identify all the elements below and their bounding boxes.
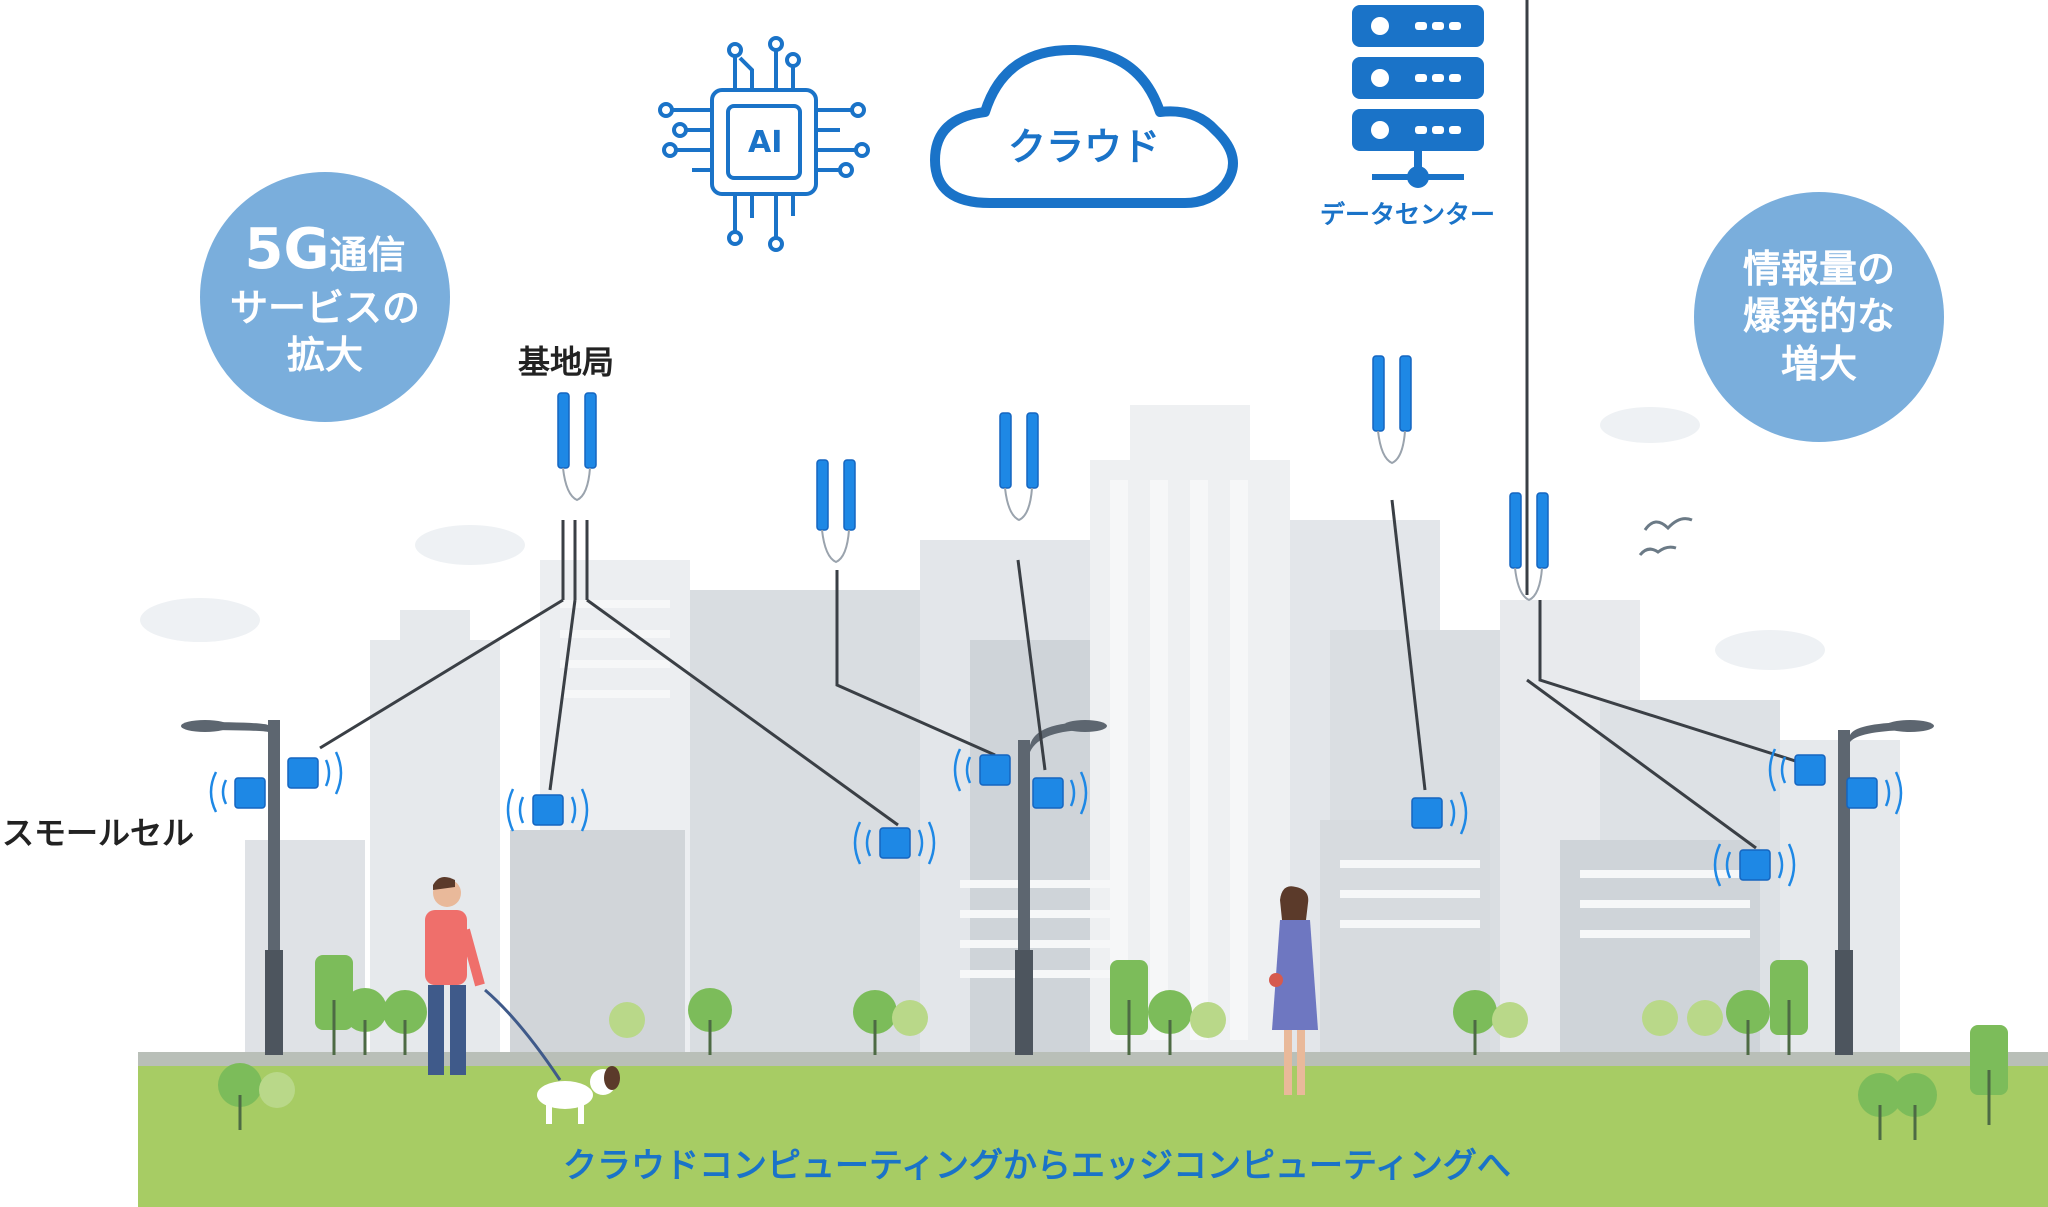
bubble-left-tsushin: 通信	[329, 232, 406, 277]
bubble-left-line2: サービスの	[229, 285, 420, 330]
trees	[218, 955, 2008, 1140]
base-station-antennas	[557, 355, 1549, 602]
cloud-icon	[930, 44, 1238, 208]
small-cell-label: スモールセル	[2, 814, 195, 852]
connection-lines	[319, 0, 1809, 850]
grass-field	[138, 1066, 2048, 1207]
bubble-right-line2: 爆発的な	[1742, 294, 1895, 339]
bubble-5g-expansion: 5G通信 サービスの 拡大	[200, 172, 450, 422]
ai-label: AI	[748, 125, 783, 160]
ai-chip-nodes	[658, 36, 870, 252]
street-lamps	[181, 720, 1934, 1055]
small-cells	[209, 748, 1903, 887]
bubble-right-line3: 増大	[1780, 341, 1857, 386]
person-with-dog	[425, 876, 620, 1124]
woman-with-phone	[1269, 886, 1318, 1095]
bubble-left-line3: 拡大	[286, 333, 363, 377]
bubble-left-line1: 5G通信	[245, 215, 406, 285]
cloud-label: クラウド	[1008, 125, 1161, 169]
birds	[1638, 517, 1693, 556]
bubble-right-line1: 情報量の	[1742, 246, 1895, 291]
datacenter-label: データセンター	[1320, 200, 1496, 229]
bubble-left-5g: 5G	[244, 216, 330, 282]
base-station-label: 基地局	[518, 343, 615, 381]
bubble-data-growth: 情報量の 爆発的な 増大	[1694, 192, 1944, 442]
skyline	[245, 405, 1900, 1060]
server-rack-icon	[1352, 5, 1484, 188]
background-clouds	[140, 407, 1825, 670]
ai-chip-icon	[672, 50, 856, 238]
sidewalk	[138, 1052, 2048, 1068]
caption-text: クラウドコンピューティングからエッジコンピューティングへ	[563, 1146, 1511, 1186]
